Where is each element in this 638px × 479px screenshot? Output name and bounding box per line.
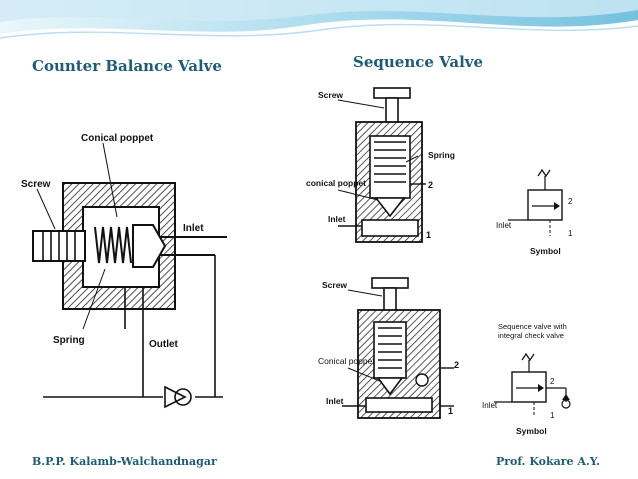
label-spring: Spring xyxy=(53,335,85,346)
counter-balance-title: Counter Balance Valve xyxy=(32,57,222,75)
symbol-label-port-2: 2 xyxy=(550,377,555,386)
sequence-check-valve-diagram: Screw Conical poppet Inlet 2 1 Sequence … xyxy=(318,276,580,438)
label-inlet: Inlet xyxy=(328,214,346,224)
label-outlet: Outlet xyxy=(149,339,179,350)
label-port-1: 1 xyxy=(426,230,431,240)
label-inlet: Inlet xyxy=(183,223,204,234)
symbol-label-port-1: 1 xyxy=(550,411,555,420)
counter-balance-diagram: Conical poppet Screw Inlet Outlet Spring xyxy=(13,129,231,431)
label-port-1: 1 xyxy=(448,406,453,416)
sequence-title: Sequence Valve xyxy=(353,53,484,71)
label-port-2: 2 xyxy=(428,180,433,190)
symbol-caption: Symbol xyxy=(530,246,561,256)
label-conical-poppet: Conical poppet xyxy=(318,356,375,366)
label-inlet: Inlet xyxy=(326,396,344,406)
label-check-valve-note: Sequence valve with integral check valve xyxy=(498,322,567,340)
label-conical-poppet: Conical poppet xyxy=(81,133,154,144)
label-screw: Screw xyxy=(318,90,343,100)
footer-institution: B.P.P. Kalamb-Walchandnagar xyxy=(32,455,217,468)
label-conical-poppet: conical poppet xyxy=(306,178,366,188)
header-wave xyxy=(0,0,638,48)
symbol-label-inlet: Inlet xyxy=(482,401,498,410)
label-screw: Screw xyxy=(21,179,51,190)
label-screw: Screw xyxy=(322,280,347,290)
label-port-2: 2 xyxy=(454,360,459,370)
symbol-label-port-2: 2 xyxy=(568,197,573,206)
symbol-caption: Symbol xyxy=(516,426,547,436)
label-spring: Spring xyxy=(428,150,455,160)
sequence-valve-diagram: Screw Spring conical poppet Inlet 2 1 In… xyxy=(298,86,594,262)
symbol-label-inlet: Inlet xyxy=(496,221,512,230)
footer-author: Prof. Kokare A.Y. xyxy=(495,455,600,468)
symbol-label-port-1: 1 xyxy=(568,229,573,238)
